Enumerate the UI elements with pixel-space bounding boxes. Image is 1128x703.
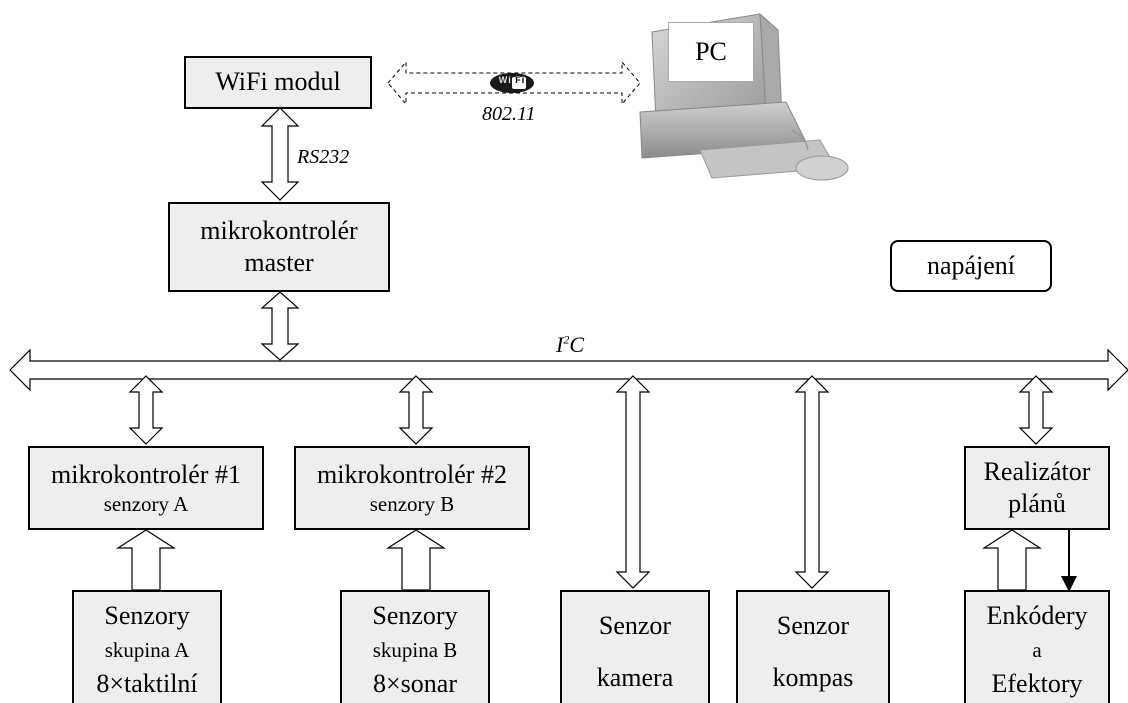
effectors-line1: Enkódery [986, 601, 1088, 630]
effectors-box: Enkódery a Efektory [964, 590, 1110, 703]
mcu1-line2: senzory A [103, 492, 189, 517]
mcu2-box: mikrokontrolér #2 senzory B [294, 446, 530, 530]
power-label: napájení [926, 250, 1016, 280]
i2c-bus [9, 348, 1128, 392]
master-mcu-box: mikrokontrolér master [168, 202, 390, 292]
encoders-arrow [981, 529, 1043, 591]
sensors-a-arrow [115, 529, 177, 591]
pc-mouse-cable [791, 129, 809, 151]
wifi-logo-text: Wi Fi [498, 75, 526, 85]
master-line2: master [244, 248, 314, 277]
bus-mcu1-arrow [128, 375, 164, 445]
power-box: napájení [890, 240, 1052, 292]
camera-box: Senzor kamera [560, 590, 710, 703]
mcu1-box: mikrokontrolér #1 senzory A [28, 446, 264, 530]
wifi-module-label: WiFi modul [215, 67, 341, 97]
bus-planner-arrow [1018, 375, 1054, 445]
rs232-label: RS232 [297, 146, 350, 168]
compass-box: Senzor kompas [736, 590, 890, 703]
sensors-a-line1: Senzory [104, 601, 190, 630]
i2c-label-sup: 2 [563, 332, 570, 347]
mcu2-line1: mikrokontrolér #2 [317, 459, 507, 489]
planner-effectors-head [1061, 576, 1077, 592]
rs232-arrow [260, 107, 300, 201]
pc-mouse [795, 155, 849, 181]
wifi-module-box: WiFi modul [184, 56, 372, 109]
sensors-a-line3: 8×taktilní [96, 668, 198, 698]
wifi-logo [490, 73, 534, 93]
pc-label: PC [695, 37, 727, 66]
master-bus-arrow [260, 291, 300, 361]
sensors-a-box: Senzory skupina A 8×taktilní [72, 590, 222, 703]
sensors-b-line1: Senzory [372, 601, 458, 630]
sensors-b-line2: skupina B [372, 637, 458, 662]
camera-line1: Senzor [598, 611, 672, 640]
mcu1-line1: mikrokontrolér #1 [51, 459, 241, 489]
planner-line1: Realizátor [983, 456, 1091, 486]
bus-mcu2-arrow [398, 375, 434, 445]
sensors-b-arrow [385, 529, 447, 591]
i2c-label: I2C [556, 332, 584, 358]
i2c-label-c: C [569, 332, 585, 357]
effectors-line2: a [1032, 637, 1042, 662]
effectors-line3: Efektory [991, 668, 1083, 698]
sensors-b-box: Senzory skupina B 8×sonar [340, 590, 490, 703]
camera-line2: kamera [596, 662, 674, 692]
planner-box: Realizátor plánů [964, 446, 1110, 530]
compass-line1: Senzor [776, 611, 850, 640]
master-line1: mikrokontrolér [200, 215, 358, 245]
pc-screen: PC [668, 22, 754, 82]
sensors-a-line2: skupina A [104, 637, 190, 662]
sensors-b-line3: 8×sonar [373, 668, 457, 698]
i2c-label-i: I [556, 332, 564, 357]
mcu2-line2: senzory B [369, 492, 455, 517]
bus-compass-arrow [794, 375, 830, 589]
bus-camera-arrow [615, 375, 651, 589]
wifi-protocol-label: 802.11 [482, 103, 536, 125]
compass-line2: kompas [772, 662, 854, 692]
planner-line2: plánů [1008, 489, 1066, 518]
